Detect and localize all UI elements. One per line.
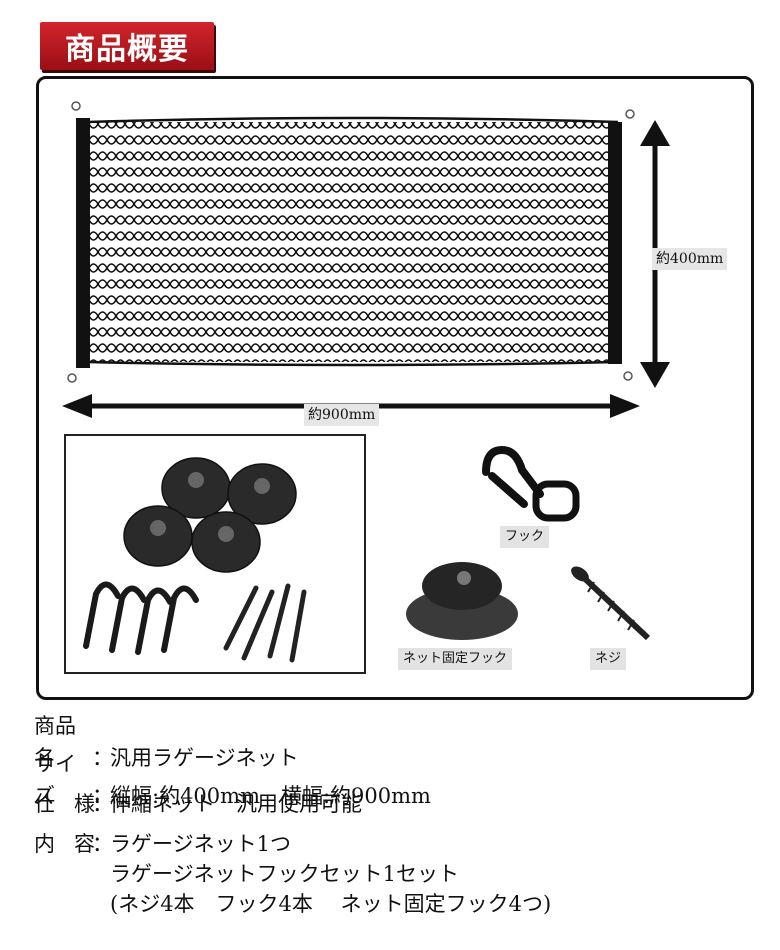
spec-colon: ： <box>92 784 113 808</box>
spec-key-spec-1: 仕 <box>34 792 55 816</box>
spec-row-spec: 仕様：伸縮ネット 汎用使用可能 <box>34 788 362 820</box>
hook-label: フック <box>500 526 550 548</box>
spec-key-size: サイズ <box>34 752 76 808</box>
spec-key-name: 商品名 <box>34 714 76 770</box>
product-image-frame <box>36 76 754 700</box>
spec-key-spec-2: 様 <box>74 792 95 816</box>
parts-set-photo <box>64 434 366 674</box>
section-title: 商品概要 <box>65 32 189 67</box>
spec-row-size: サイズ：縦幅:約400mm 横幅:約900mm <box>34 748 431 812</box>
anchor-label: ネット固定フック <box>398 648 513 670</box>
snap-hook-image <box>482 445 580 522</box>
spec-value-size: 縦幅:約400mm 横幅:約900mm <box>110 784 431 808</box>
parts-set-illustration <box>83 457 307 663</box>
section-title-badge: 商品概要 <box>40 22 214 70</box>
spec-value-name: 汎用ラゲージネット <box>110 746 299 770</box>
spec-value-spec: 伸縮ネット 汎用使用可能 <box>110 792 362 816</box>
spec-row-name: 商品名 ：汎用ラゲージネット <box>34 710 299 774</box>
screw-label: ネジ <box>590 648 627 670</box>
luggage-net-image <box>67 101 635 383</box>
spec-colon: ： <box>92 792 113 816</box>
height-label: 約400mm <box>652 248 728 270</box>
spec-value-contents-3: (ネジ4本 フック4本 ネット固定フック4つ) <box>110 892 552 916</box>
width-label: 約900mm <box>304 404 380 426</box>
spec-value-contents-2: ラゲージネットフックセット1セット <box>110 862 459 886</box>
screw-image <box>571 566 651 641</box>
spec-row-contents: 内容：ラゲージネット1つ <box>34 828 291 860</box>
spec-key-contents-1: 内 <box>34 832 55 856</box>
net-anchor-image <box>406 562 518 640</box>
spec-colon: ： <box>92 832 113 856</box>
spec-key-contents-2: 容 <box>74 832 95 856</box>
spec-value-contents-1: ラゲージネット1つ <box>110 832 291 856</box>
spec-colon: ： <box>92 746 113 770</box>
